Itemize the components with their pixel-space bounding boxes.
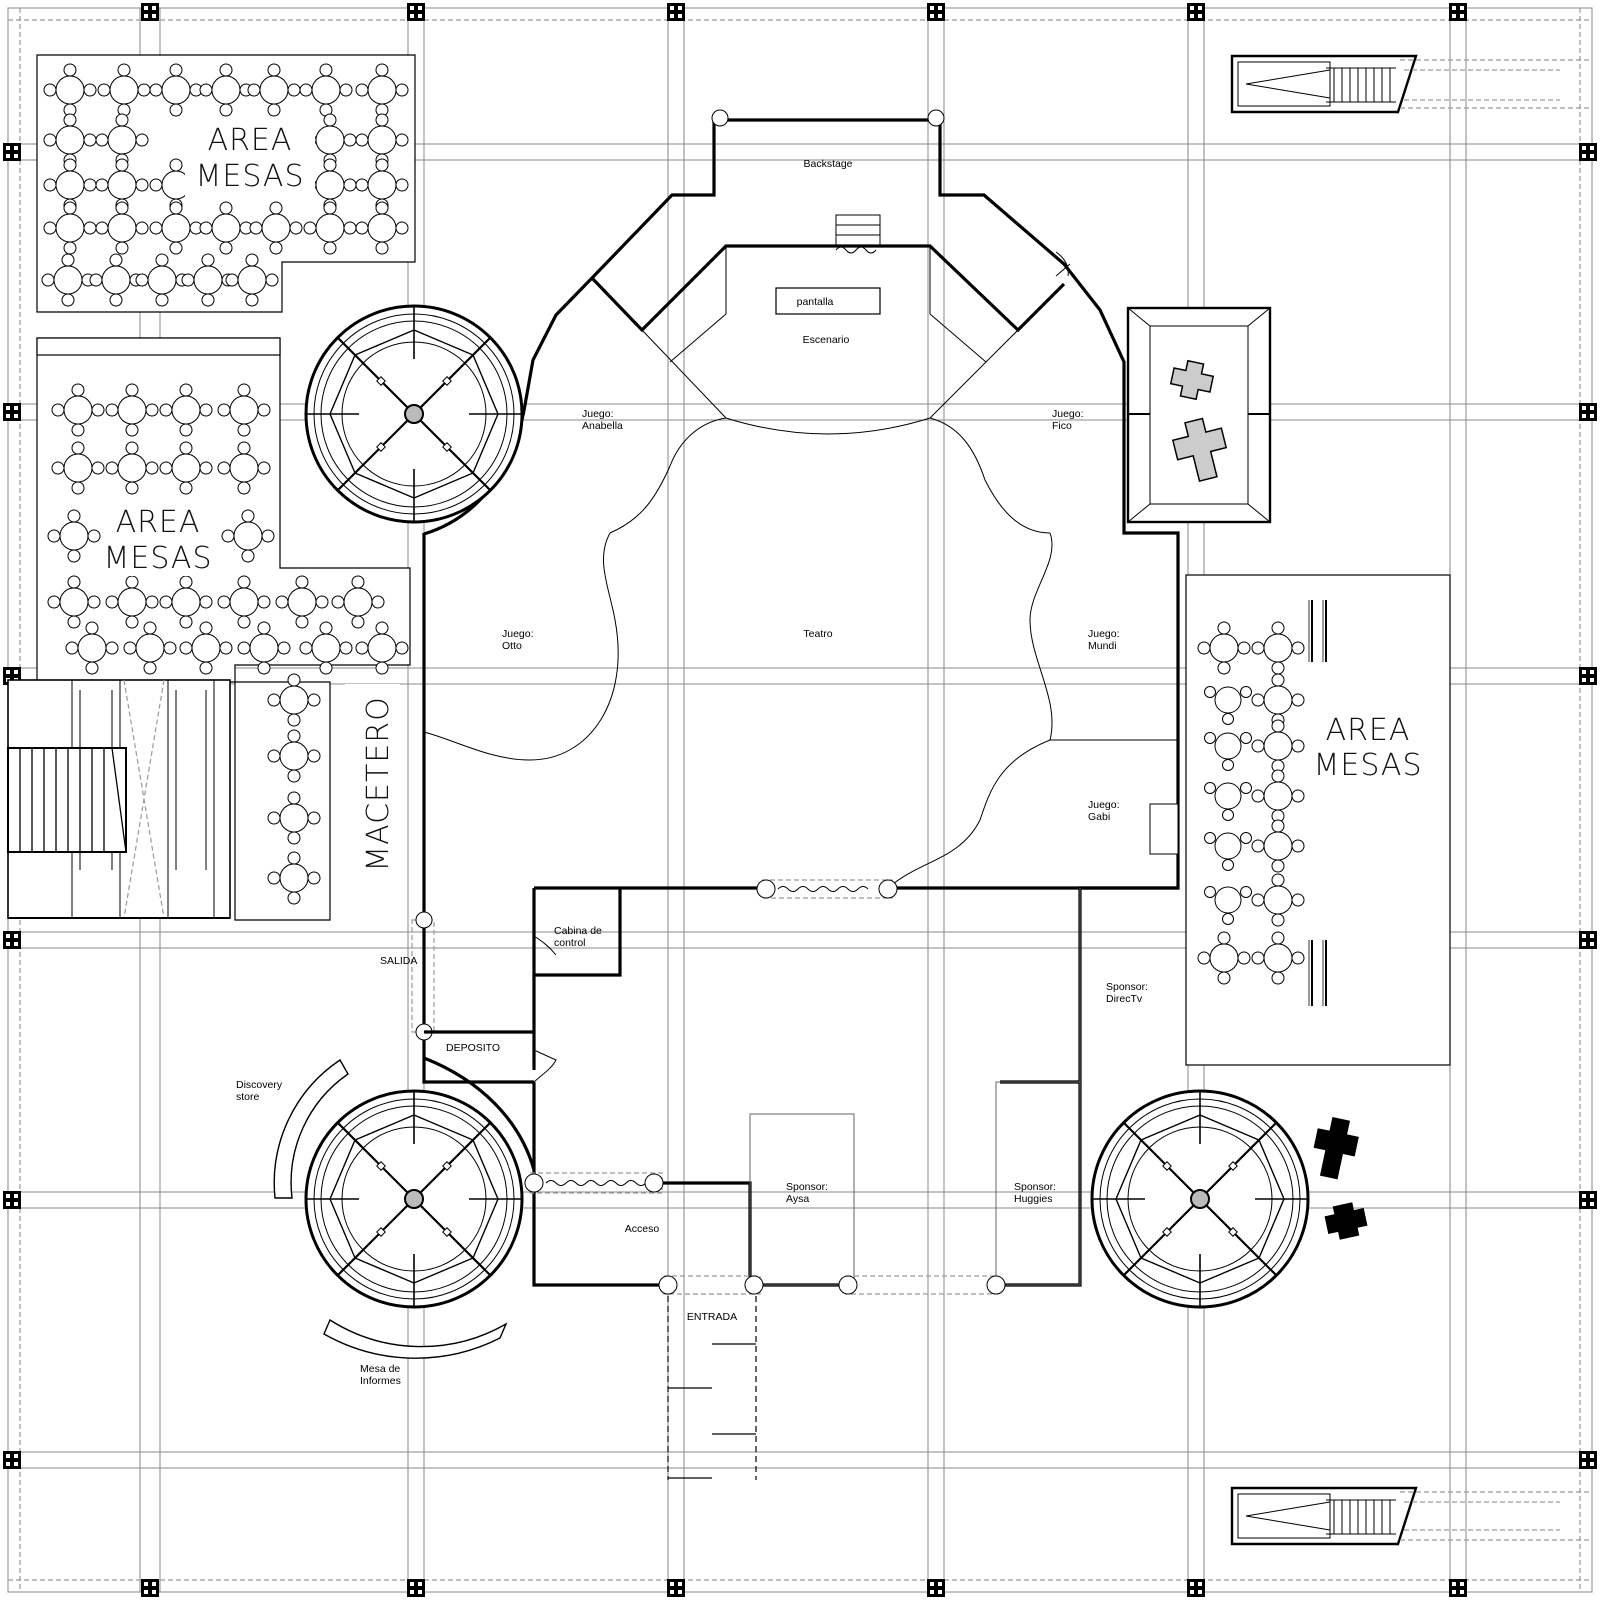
label-juego-mundi-1: Juego: [1088,628,1120,640]
label-juego-gabi-2: Gabi [1088,811,1110,823]
label-discovery-1: Discovery [236,1079,283,1091]
area-mesas-1-line1: AREA [208,123,293,158]
label-acceso: Acceso [625,1223,660,1235]
macetero: MACETERO [345,684,400,884]
label-juego-otto-1: Juego: [502,628,534,640]
label-backstage: Backstage [803,158,852,170]
label-juego-fico-2: Fico [1052,420,1072,432]
table-area-right: AREA MESAS [1185,574,1451,1066]
escalator-bottom [1230,1486,1592,1546]
area-mesas-3-line2: MESAS [1313,748,1422,783]
label-juego-mundi-2: Mundi [1088,640,1117,652]
main-building [411,109,1180,1295]
left-stair-block [7,679,231,919]
area-mesas-2-line1: AREA [116,505,201,540]
label-sponsor-aysa-1: Sponsor: [786,1181,828,1193]
label-cabina-2: control [554,937,586,949]
label-entrada: ENTRADA [687,1311,737,1323]
discovery-store-counter [273,1059,349,1199]
label-juego-anabella-2: Anabella [582,420,623,432]
area-mesas-3-line1: AREA [1326,713,1411,748]
entrada-barriers [667,1296,757,1480]
macetero-label: MACETERO [361,696,396,872]
dark-blocks [1313,1116,1368,1240]
label-cabina-1: Cabina de [554,925,602,937]
label-discovery-2: store [236,1091,260,1103]
label-sponsor-directv-1: Sponsor: [1106,981,1148,993]
area-mesas-1-line2: MESAS [195,159,304,194]
label-sponsor-huggies-2: Huggies [1014,1193,1053,1205]
label-sponsor-huggies-1: Sponsor: [1014,1181,1056,1193]
label-juego-gabi-1: Juego: [1088,799,1120,811]
tent-bottom-left [304,1089,524,1309]
label-sponsor-aysa-2: Aysa [786,1193,809,1205]
label-salida: SALIDA [380,955,417,967]
label-pantalla: pantalla [797,296,834,308]
table-area-top-left: AREA MESAS [36,54,416,313]
right-kiosk [1126,306,1272,524]
label-mesa-informes-1: Mesa de [360,1363,400,1375]
label-escenario: Escenario [803,334,850,346]
table-area-left: AREA MESAS [36,337,411,921]
area-mesas-2-line2: MESAS [103,541,212,576]
mesa-informes-counter [323,1318,508,1359]
label-sponsor-directv-2: DirecTv [1106,993,1143,1005]
label-mesa-informes-2: Informes [360,1375,401,1387]
tent-bottom-right [1090,1089,1310,1309]
label-juego-anabella-1: Juego: [582,408,614,420]
label-juego-otto-2: Otto [502,640,522,652]
label-deposito: DEPOSITO [446,1042,500,1054]
label-teatro: Teatro [803,628,832,640]
escalator-top [1230,54,1592,114]
label-juego-fico-1: Juego: [1052,408,1084,420]
tent-top-left [304,304,524,524]
labels: Backstage pantalla Escenario Teatro Jueg… [236,158,1148,1387]
